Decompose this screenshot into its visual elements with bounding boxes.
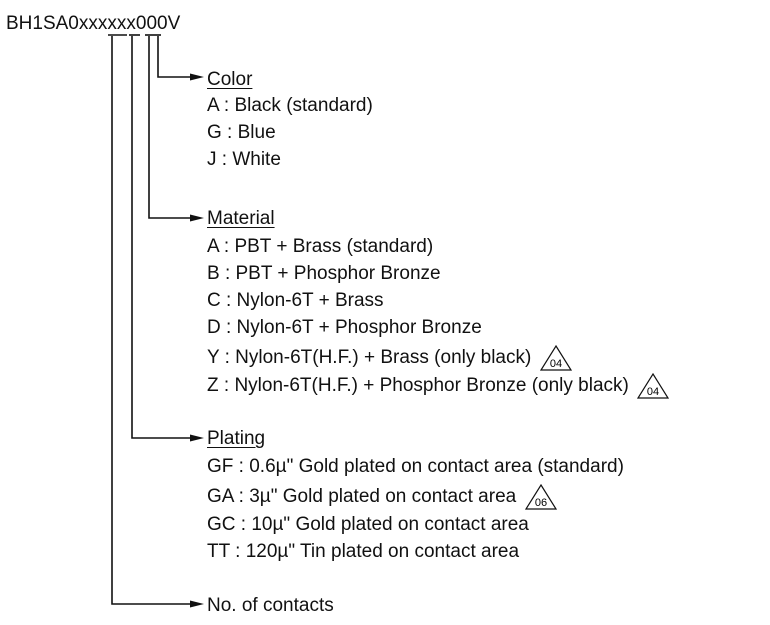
revision-mark: 06 (534, 497, 546, 509)
material-option: D : Nylon-6T + Phosphor Bronze (207, 317, 482, 338)
plating-option: GF : 0.6µ" Gold plated on contact area (… (207, 456, 624, 477)
material-option: A : PBT + Brass (standard) (207, 236, 434, 257)
color-heading: Color (207, 69, 253, 90)
material-option: C : Nylon-6T + Brass (207, 290, 384, 311)
revision-triangle-icon: 04 (637, 372, 670, 399)
plating-option: GC : 10µ" Gold plated on contact area (207, 514, 529, 535)
color-option: A : Black (standard) (207, 95, 373, 116)
material-option: B : PBT + Phosphor Bronze (207, 263, 441, 284)
revision-triangle-icon: 06 (524, 483, 557, 510)
color-option: G : Blue (207, 122, 276, 143)
part-number: BH1SA0xxxxxx000V (6, 13, 181, 34)
contacts-label: No. of contacts (207, 595, 334, 616)
material-option: Z : Nylon-6T(H.F.) + Phosphor Bronze (on… (207, 375, 629, 397)
material-option-y: Y : Nylon-6T(H.F.) + Brass (only black) … (207, 344, 573, 372)
color-option: J : White (207, 149, 281, 170)
material-heading: Material (207, 208, 275, 229)
plating-option: TT : 120µ" Tin plated on contact area (207, 541, 520, 562)
material-option: Y : Nylon-6T(H.F.) + Brass (only black) (207, 347, 532, 369)
material-option-z: Z : Nylon-6T(H.F.) + Phosphor Bronze (on… (207, 372, 670, 400)
plating-option: GA : 3µ" Gold plated on contact area (207, 486, 517, 508)
plating-heading: Plating (207, 428, 266, 449)
revision-mark: 04 (549, 358, 561, 370)
revision-mark: 04 (647, 386, 659, 398)
revision-triangle-icon: 04 (539, 344, 572, 371)
plating-option-ga: GA : 3µ" Gold plated on contact area 06 (207, 483, 558, 511)
